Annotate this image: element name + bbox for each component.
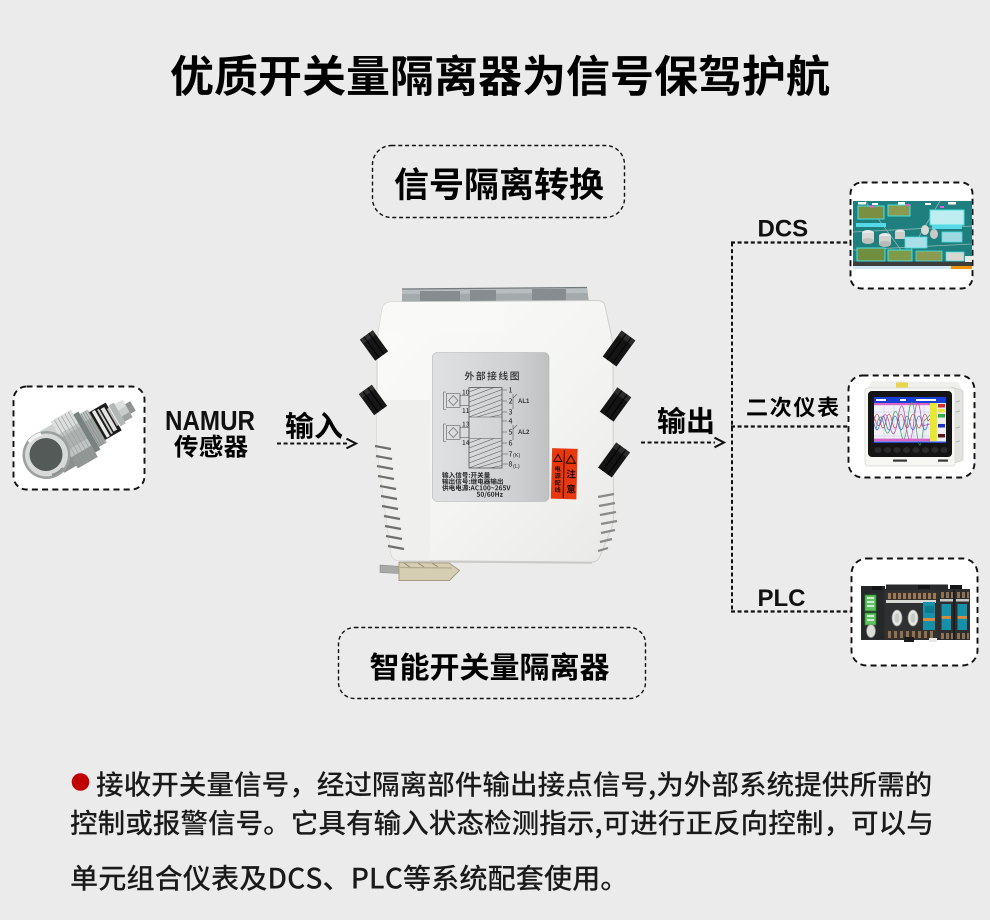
svg-text:NAMUR: NAMUR	[165, 405, 255, 436]
svg-text:(K): (K)	[513, 453, 521, 459]
svg-text:AL2: AL2	[518, 430, 530, 436]
svg-text:(L): (L)	[513, 464, 520, 470]
svg-text:PLC: PLC	[758, 585, 806, 612]
svg-text:DCS: DCS	[758, 216, 809, 243]
svg-text:AL1: AL1	[518, 399, 530, 405]
